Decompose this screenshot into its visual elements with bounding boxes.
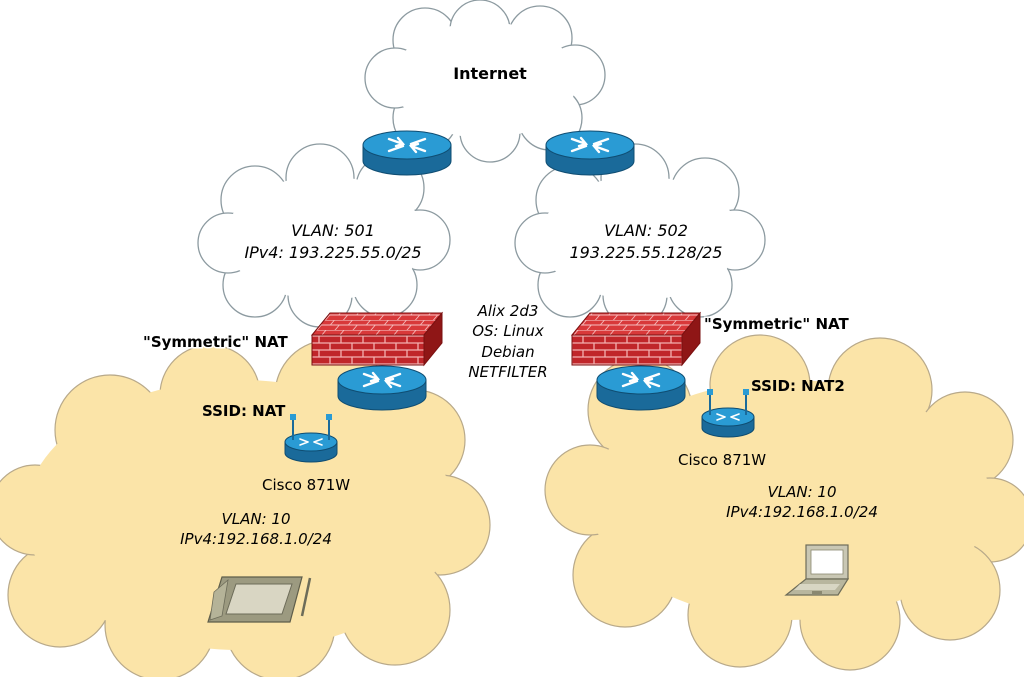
internet-cloud: Internet xyxy=(364,0,606,163)
vlan-501-subnet: IPv4: 193.225.55.0/25 xyxy=(244,243,421,262)
left-subnet-label: IPv4:192.168.1.0/24 xyxy=(180,530,332,548)
left-lan-cloud xyxy=(0,339,491,677)
vlan-502-subnet: 193.225.55.128/25 xyxy=(570,243,723,262)
router-firewall-left-icon xyxy=(337,365,427,411)
right-ssid-label: SSID: NAT2 xyxy=(751,377,845,395)
left-ap-label: Cisco 871W xyxy=(262,476,350,494)
tablet-icon xyxy=(207,576,312,623)
wireless-ap-right-icon xyxy=(701,389,755,438)
router-internet-left-icon xyxy=(362,130,452,176)
firewall-description: Alix 2d3 OS: Linux Debian NETFILTER xyxy=(468,302,547,381)
right-nat-label: "Symmetric" NAT xyxy=(704,315,849,333)
right-vlan-label: VLAN: 10 xyxy=(767,483,836,501)
access-points-layer xyxy=(284,389,755,463)
firewall-line-2: OS: Linux xyxy=(472,322,544,340)
firewall-left xyxy=(310,311,444,367)
router-internet-right-icon xyxy=(545,130,635,176)
router-firewall-right-icon xyxy=(596,365,686,411)
right-ap-label: Cisco 871W xyxy=(678,451,766,469)
firewall-line-4: NETFILTER xyxy=(468,363,547,381)
left-nat-label: "Symmetric" NAT xyxy=(143,333,288,351)
laptop-icon xyxy=(784,544,850,596)
left-vlan-label: VLAN: 10 xyxy=(221,510,290,528)
firewall-line-3: Debian xyxy=(481,343,534,361)
vlan-502-cloud: VLAN: 502 193.225.55.128/25 xyxy=(514,143,766,328)
vlan-502-label: VLAN: 502 xyxy=(604,221,688,240)
internet-label: Internet xyxy=(453,64,527,83)
firewall-line-1: Alix 2d3 xyxy=(477,302,539,320)
right-lan-cloud xyxy=(544,334,1024,671)
vlan-501-label: VLAN: 501 xyxy=(291,221,375,240)
firewall-right xyxy=(570,311,702,367)
left-ssid-label: SSID: NAT xyxy=(202,402,286,420)
right-subnet-label: IPv4:192.168.1.0/24 xyxy=(726,503,878,521)
wireless-ap-left-icon xyxy=(284,414,338,463)
vlan-501-cloud: VLAN: 501 IPv4: 193.225.55.0/25 xyxy=(197,143,451,328)
routers-layer xyxy=(337,130,686,411)
